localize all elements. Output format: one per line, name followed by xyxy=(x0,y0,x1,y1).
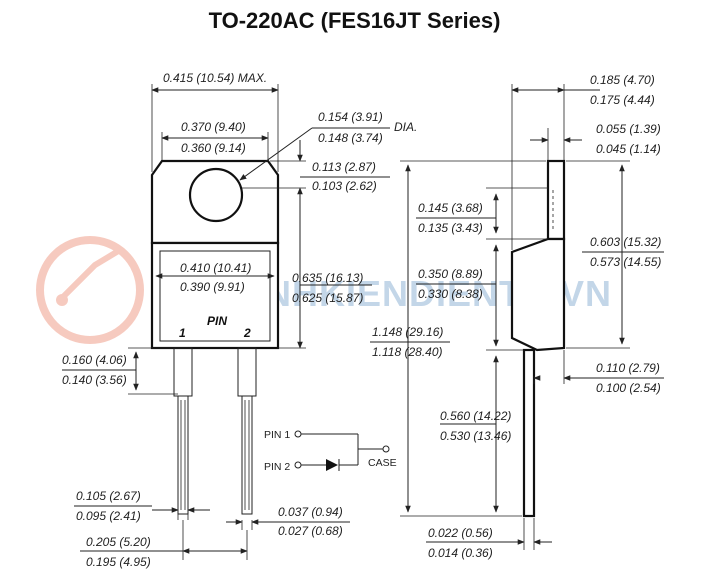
dim-lead-offset-max: 0.110 (2.79) xyxy=(596,361,660,375)
dim-lead-width-min: 0.095 (2.41) xyxy=(76,509,141,523)
dim-tab-width-min: 0.360 (9.14) xyxy=(181,141,246,155)
dim-side-lead-thick-max: 0.022 (0.56) xyxy=(428,526,493,540)
dim-body-width-min: 0.390 (9.91) xyxy=(180,280,245,294)
package-body-inner xyxy=(159,250,271,342)
dim-hole-dia-min: 0.148 (3.74) xyxy=(318,131,383,145)
dim-tab-step-max: 0.145 (3.68) xyxy=(418,201,483,215)
dim-shoulder-max: 0.160 (4.06) xyxy=(62,353,127,367)
package-body xyxy=(150,241,280,350)
case-terminal-icon xyxy=(382,445,390,453)
dim-width-max: 0.415 (10.54) MAX. xyxy=(163,71,267,85)
lead-pin-1 xyxy=(173,347,193,515)
dim-total-length-max: 1.148 (29.16) xyxy=(372,325,443,339)
dim-body-thick-max: 0.185 (4.70) xyxy=(590,73,655,87)
dim-tab-thick-max: 0.055 (1.39) xyxy=(596,122,661,136)
schematic-pin1-label: PIN 1 xyxy=(264,429,290,441)
dim-body-height-min: 0.573 (14.55) xyxy=(590,255,661,269)
dim-tab-thick-min: 0.045 (1.14) xyxy=(596,142,661,156)
schematic-case-label: CASE xyxy=(368,457,397,469)
schematic-pin2-label: PIN 2 xyxy=(264,461,290,473)
watermark-logo-icon xyxy=(36,236,144,344)
dim-height-max: 0.635 (16.13) xyxy=(292,271,363,285)
dim-pitch-min: 0.195 (4.95) xyxy=(86,555,151,569)
diode-symbol-icon xyxy=(326,459,338,471)
dim-shoulder-min: 0.140 (3.56) xyxy=(62,373,127,387)
pin-2-number: 2 xyxy=(243,326,251,340)
dim-step-max: 0.350 (8.89) xyxy=(418,267,483,281)
front-view: PIN 1 2 0.415 (10.54) MAX. 0.370 (9.40) … xyxy=(62,71,417,569)
dim-body-height-max: 0.603 (15.32) xyxy=(590,235,661,249)
dim-lead-length-max: 0.560 (14.22) xyxy=(440,409,511,423)
dim-lead-thick-max: 0.037 (0.94) xyxy=(278,505,343,519)
dim-pitch-max: 0.205 (5.20) xyxy=(86,535,151,549)
lead-pin-2 xyxy=(237,347,257,515)
pin1-terminal-icon xyxy=(294,430,302,438)
dim-tab-width-max: 0.370 (9.40) xyxy=(181,120,246,134)
side-lead xyxy=(522,348,536,518)
dim-tab-step-min: 0.135 (3.43) xyxy=(418,221,483,235)
dim-lead-offset-min: 0.100 (2.54) xyxy=(596,381,661,395)
dim-total-length-min: 1.118 (28.40) xyxy=(372,345,443,359)
dim-lead-length-min: 0.530 (13.46) xyxy=(440,429,511,443)
dim-tab-top-min: 0.103 (2.62) xyxy=(312,179,377,193)
mounting-hole xyxy=(188,167,244,223)
dim-hole-dia-max: 0.154 (3.91) xyxy=(318,110,383,124)
pin2-terminal-icon xyxy=(294,461,302,469)
pin-schematic: PIN 1 PIN 2 CASE xyxy=(264,429,397,473)
side-tab xyxy=(546,159,566,241)
dim-lead-thick-min: 0.027 (0.68) xyxy=(278,524,343,538)
dim-side-lead-thick-min: 0.014 (0.36) xyxy=(428,546,493,560)
pin-label: PIN xyxy=(207,314,227,328)
diagram-title: TO-220AC (FES16JT Series) xyxy=(208,8,501,33)
dim-tab-top-max: 0.113 (2.87) xyxy=(312,160,376,174)
dim-lead-width-max: 0.105 (2.67) xyxy=(76,489,141,503)
side-body xyxy=(510,237,566,352)
dim-body-width-max: 0.410 (10.41) xyxy=(180,261,251,275)
dim-hole-dia-suffix: DIA. xyxy=(394,120,417,134)
side-view: 0.185 (4.70) 0.175 (4.44) 0.055 (1.39) 0… xyxy=(370,73,664,560)
dim-body-thick-min: 0.175 (4.44) xyxy=(590,93,655,107)
pin-1-number: 1 xyxy=(179,326,186,340)
dim-step-min: 0.330 (8.38) xyxy=(418,287,483,301)
dim-height-min: 0.625 (15.87) xyxy=(292,291,363,305)
